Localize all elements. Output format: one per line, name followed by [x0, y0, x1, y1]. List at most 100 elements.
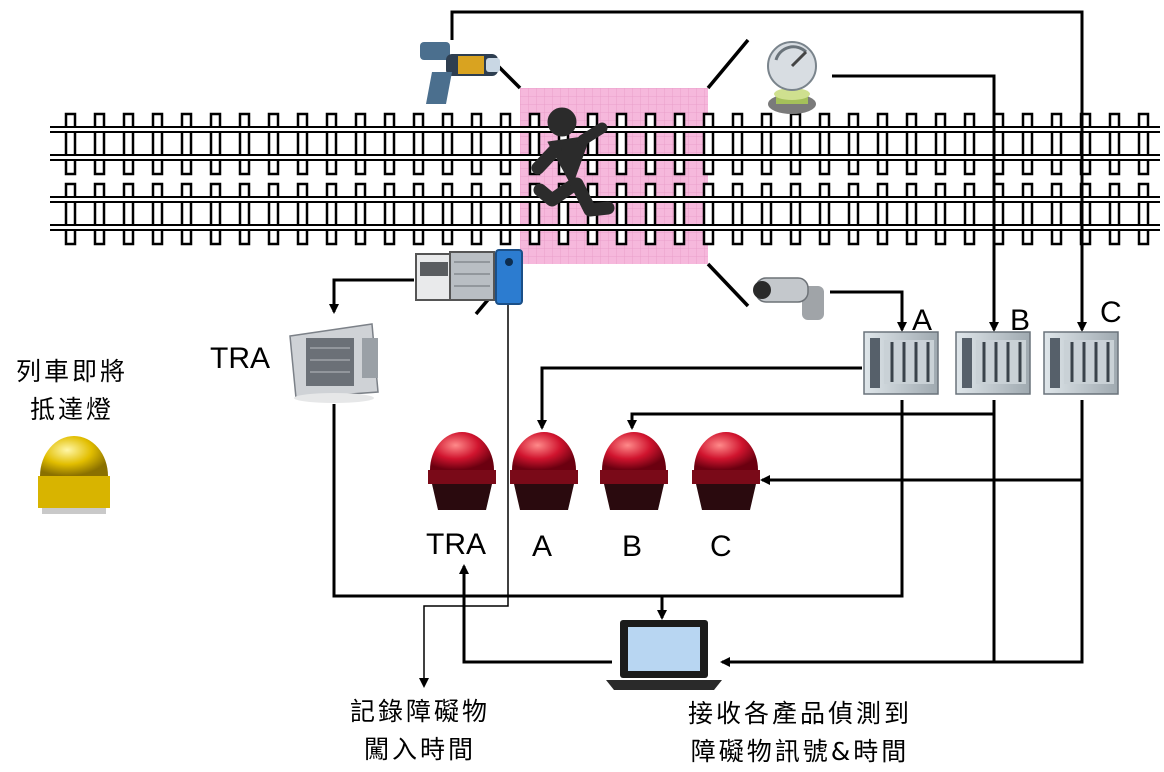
beacon-b-icon — [600, 432, 668, 510]
rail-tie — [151, 182, 164, 246]
rail-tie — [93, 112, 106, 176]
rail-tie — [1137, 112, 1150, 176]
rail-tie — [499, 112, 512, 176]
receive-note-line1: 接收各產品偵測到 — [688, 699, 912, 728]
train-lamp-note-line1: 列車即將 — [16, 357, 128, 386]
rail-tie — [673, 182, 686, 246]
rail-tie — [267, 112, 280, 176]
rail-tie — [905, 112, 918, 176]
rail-tie — [64, 112, 77, 176]
rail-tie — [644, 182, 657, 246]
receive-note-line2: 障礙物訊號&時間 — [691, 737, 910, 766]
switch-c-label: C — [1100, 296, 1122, 329]
rail-tie — [905, 182, 918, 246]
rail-tie — [1021, 112, 1034, 176]
connection-lines — [329, 10, 1087, 667]
rail-tie — [557, 182, 570, 246]
train-lamp-note-line2: 抵達燈 — [30, 395, 114, 424]
rail-tie — [1108, 112, 1121, 176]
switch-a-label: A — [912, 304, 932, 337]
rail-tie — [963, 112, 976, 176]
rail-tie — [528, 112, 541, 176]
rail-tie — [731, 182, 744, 246]
rail-tie — [1050, 182, 1063, 246]
rail-tie — [93, 182, 106, 246]
tra-server-label: TRA — [210, 342, 270, 375]
rail-tie — [760, 112, 773, 176]
railway-tracks — [50, 112, 1160, 246]
rail-tie — [615, 182, 628, 246]
rail-tie — [702, 112, 715, 176]
rail-tie — [847, 182, 860, 246]
security-camera-icon — [753, 277, 824, 320]
beacon-tra-label: TRA — [426, 528, 486, 561]
rail-tie — [238, 112, 251, 176]
rail-tie — [847, 112, 860, 176]
rail-tie — [876, 182, 889, 246]
rail-tie — [296, 182, 309, 246]
rail-tie — [151, 112, 164, 176]
rail-tie — [644, 112, 657, 176]
beacon-b-label: B — [622, 530, 642, 563]
rail-tie — [209, 112, 222, 176]
rail-tie — [1108, 182, 1121, 246]
rail-tie — [702, 182, 715, 246]
obstacle-person-icon — [531, 107, 615, 217]
radar-dish-icon — [767, 41, 817, 114]
beacon-c-icon — [692, 432, 760, 510]
rail-tie — [267, 182, 280, 246]
switch-b-label: B — [1010, 304, 1030, 337]
rail-tie — [1021, 182, 1034, 246]
rail-tie — [296, 112, 309, 176]
rail-tie — [760, 182, 773, 246]
rail-tie — [499, 182, 512, 246]
rail-tie — [963, 182, 976, 246]
rail-tie — [818, 182, 831, 246]
record-note-line1: 記錄障礙物 — [350, 697, 490, 726]
rail-tie — [470, 112, 483, 176]
record-signal-line — [419, 300, 509, 688]
rail-tie — [615, 112, 628, 176]
rail-tie — [1050, 112, 1063, 176]
rail-tie — [528, 182, 541, 246]
photoelectric-sensor-icon — [495, 249, 523, 305]
rail-tie — [818, 112, 831, 176]
trackside-sensor-icon — [415, 251, 495, 301]
rail-tie — [412, 182, 425, 246]
rail-tie — [441, 112, 454, 176]
rail-tie — [731, 112, 744, 176]
rail-tie — [789, 182, 802, 246]
train-approach-lamp-icon — [38, 436, 110, 514]
rail-tie — [412, 112, 425, 176]
rail-tie — [1137, 182, 1150, 246]
rail-tie — [934, 182, 947, 246]
rail-tie — [354, 182, 367, 246]
rail-tie — [325, 182, 338, 246]
lidar-gun-icon — [420, 42, 500, 104]
rail-tie — [122, 112, 135, 176]
record-note-line2: 闖入時間 — [364, 735, 476, 764]
switch-a-icon — [863, 331, 939, 395]
rail-tie — [470, 182, 483, 246]
rail-tie — [238, 182, 251, 246]
switch-b-icon — [955, 331, 1031, 395]
beacon-a-label: A — [532, 530, 552, 563]
rail-tie — [934, 112, 947, 176]
rail-tie — [383, 112, 396, 176]
rail-tie — [209, 182, 222, 246]
beacon-a-icon — [510, 432, 578, 510]
rail-tie — [122, 182, 135, 246]
rail-tie — [180, 112, 193, 176]
rail-tie — [325, 112, 338, 176]
switch-c-icon — [1043, 331, 1119, 395]
rail-tie — [441, 182, 454, 246]
rail-tie — [180, 182, 193, 246]
rail-tie — [789, 112, 802, 176]
tra-server-icon — [289, 323, 379, 403]
rail-tie — [586, 112, 599, 176]
rail-tie — [64, 182, 77, 246]
rail-tie — [354, 112, 367, 176]
laptop-icon — [606, 620, 722, 690]
beacon-tra-icon — [428, 432, 496, 510]
